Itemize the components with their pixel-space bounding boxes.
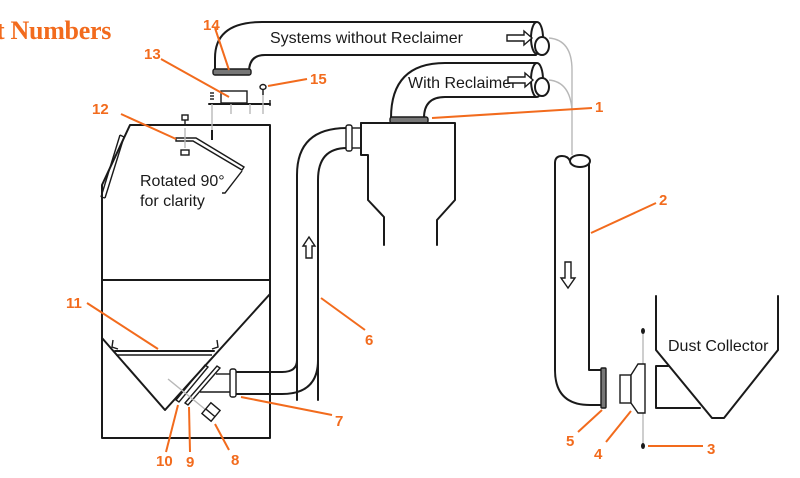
- bolt-guide: [167, 378, 207, 411]
- page-title: t Numbers: [0, 16, 112, 45]
- callout-3: 3: [707, 441, 715, 458]
- clamp-part-5: [600, 367, 607, 409]
- guide-line: [548, 79, 573, 111]
- arrow-down-icon: [559, 261, 577, 290]
- screw-part-15: [259, 83, 267, 95]
- callout-8: 8: [231, 452, 239, 469]
- callout-14: 14: [203, 17, 220, 34]
- callout-1: 1: [595, 99, 603, 116]
- duct-with-reclaimer: With Reclaimer: [389, 62, 550, 124]
- leader-lines: [86, 27, 703, 453]
- rotated-label-line1: Rotated 90°: [140, 173, 225, 190]
- rotated-label-line2: for clarity: [140, 193, 205, 210]
- hopper-hose: [200, 359, 319, 398]
- arrow-right-icon: [506, 29, 534, 47]
- guide-line: [548, 37, 573, 155]
- adapter-part-4: [619, 328, 646, 449]
- bolt-part-8: [200, 401, 222, 423]
- label-dust-collector: Dust Collector: [668, 338, 769, 355]
- callout-4: 4: [594, 446, 603, 463]
- screen-part-11: [111, 339, 219, 356]
- callout-numbers: 1 2 3 4 5 6 7 8 9 10 11 12 13 14 15: [66, 17, 715, 471]
- coupling-part-7: [229, 368, 237, 398]
- label-systems-without-reclaimer: Systems without Reclaimer: [270, 30, 464, 47]
- arrow-right-icon: [507, 71, 535, 89]
- cap-plate-part-13: [208, 90, 271, 140]
- callout-13: 13: [144, 46, 161, 63]
- callout-10: 10: [156, 453, 173, 470]
- collector-duct: [554, 154, 607, 409]
- clamp-part-14: [212, 68, 252, 76]
- label-with-reclaimer: With Reclaimer: [408, 75, 517, 92]
- callout-11: 11: [66, 295, 82, 312]
- dust-collector: Dust Collector: [655, 295, 779, 419]
- gasket-plates: [174, 364, 222, 406]
- callout-5: 5: [566, 433, 574, 450]
- hopper: [101, 293, 271, 411]
- arrow-up-icon: [301, 235, 317, 259]
- duct-without-reclaimer: Systems without Reclaimer: [212, 21, 550, 76]
- callout-9: 9: [186, 454, 194, 471]
- callout-7: 7: [335, 413, 343, 430]
- callout-6: 6: [365, 332, 373, 349]
- blast-cabinet: Rotated 90° for clarity: [100, 114, 271, 439]
- callout-12: 12: [92, 101, 109, 118]
- cabinet-window: [100, 134, 125, 199]
- reclaimer: [296, 122, 456, 401]
- callout-15: 15: [310, 71, 327, 88]
- cabinet-body: [101, 124, 271, 439]
- callout-2: 2: [659, 192, 667, 209]
